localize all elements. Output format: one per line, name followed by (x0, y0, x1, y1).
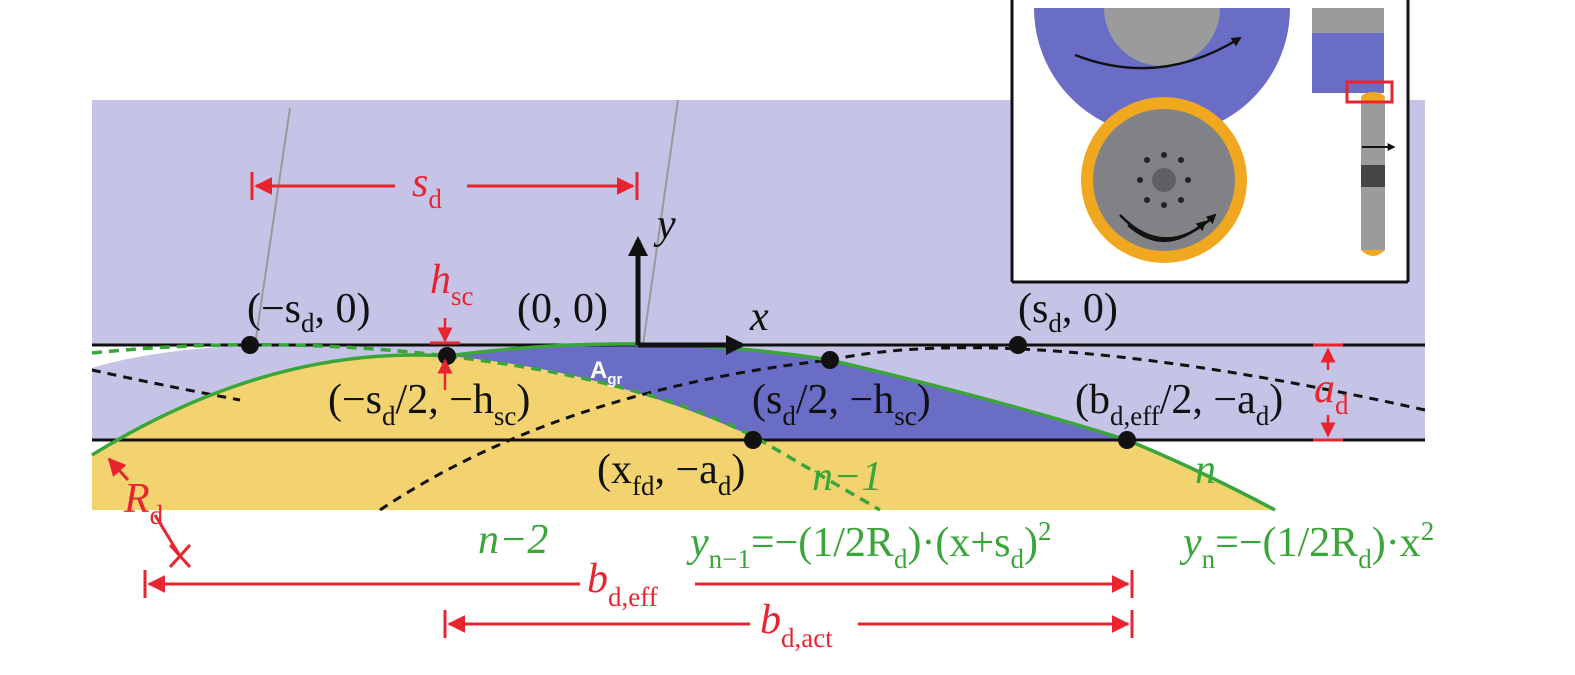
bact-label: bd,act (760, 597, 833, 653)
y-axis-label: y (653, 202, 676, 248)
point-sd (1009, 336, 1027, 354)
dashed-curve-right (829, 346, 1426, 412)
inset-grinding-wheel (1034, 8, 1290, 136)
beff-label: bd,eff (587, 556, 658, 612)
inset-side-wheel-gray (1312, 8, 1384, 33)
sd-label: sd (412, 160, 442, 214)
label-sd-0: (sd, 0) (1018, 286, 1118, 338)
rd-line (153, 514, 182, 557)
equation-n: yn=−(1/2Rd)·x2 (1179, 516, 1434, 574)
rd-arrow (107, 457, 130, 482)
equation-n-1: yn−1=−(1/2Rd)·(x+sd)2 (686, 516, 1051, 574)
curve-label-n: n (1195, 447, 1216, 493)
label-xfd: (xfd, −ad) (597, 447, 745, 501)
dashed-curve-left (91, 368, 241, 402)
curve-label-n-1: n−1 (812, 454, 882, 500)
green-curve-n-1-dashed (446, 354, 881, 512)
hsc-label: hsc (430, 257, 474, 311)
inset-wheel-hub (1104, 8, 1220, 66)
inset-wheel-rotation-arrow (1074, 36, 1242, 70)
inset-panel (1010, 0, 1410, 284)
point-xfd (744, 431, 762, 449)
agr-label: Agr (590, 357, 623, 388)
inset-highlight-box (1345, 80, 1394, 104)
curve-label-n-2: n−2 (478, 517, 548, 563)
label-half-sd: (sd/2, −hsc) (752, 377, 931, 431)
x-axis-label: x (749, 294, 769, 340)
label-beff-half: (bd,eff/2, −ad) (1075, 377, 1283, 431)
point-beff (1118, 431, 1136, 449)
green-curve-n-1-solid (91, 353, 448, 457)
point-neg-half-sd (438, 347, 456, 365)
point-half-sd (821, 351, 839, 369)
green-curve-n-1-dashed-left (91, 342, 448, 358)
point-neg-sd (241, 336, 259, 354)
label-neg-sd-0: (−sd, 0) (247, 286, 371, 338)
label-neg-half-sd: (−sd/2, −hsc) (328, 377, 530, 431)
label-origin: (0, 0) (517, 286, 608, 332)
rd-label: Rd (123, 476, 164, 530)
grain-line-left (254, 107, 291, 346)
ad-label: ad (1314, 366, 1349, 420)
grain-line-mid (642, 99, 679, 346)
green-curve-n (446, 342, 1276, 512)
yellow-region-right (760, 440, 1275, 510)
grain-cut-area (447, 343, 1127, 440)
dashed-curve-n-2 (379, 358, 831, 512)
